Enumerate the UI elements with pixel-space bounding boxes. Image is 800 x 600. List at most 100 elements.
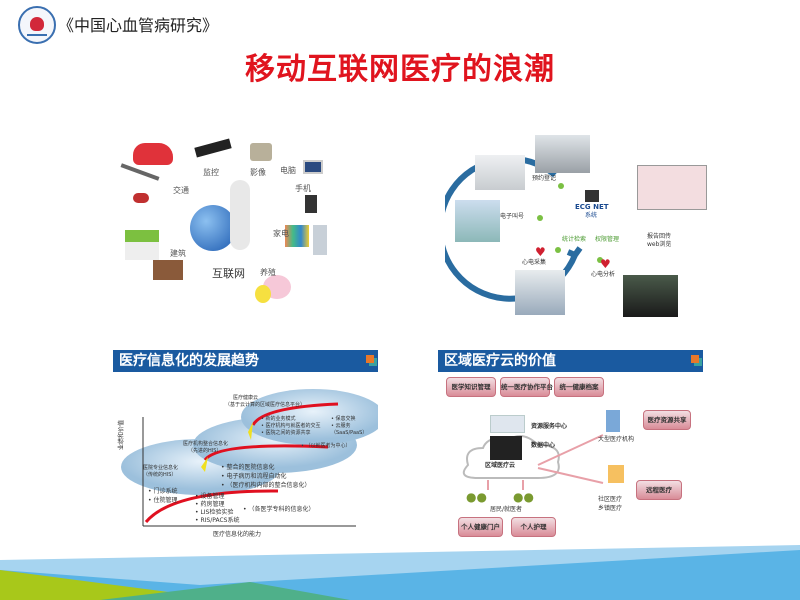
ecg-server-icon [585,190,599,202]
data-center-image [490,436,522,460]
stage1-note: • （各医学专科的信息化） [243,506,315,513]
fridge-image [313,225,327,255]
pill-collab: 统一医疗协作平台 [500,377,553,397]
pill-care: 个人护理 [511,517,556,537]
digital-camera-image [250,143,272,161]
label-farming: 养殖 [260,268,276,277]
stage3-note: • （以就医者为中心） [301,443,351,449]
trend-chart [121,389,378,527]
photo-registration [535,135,590,173]
township-text: 乡镇医疗 [598,505,623,512]
item: • 整合的医院信息化 [221,464,275,471]
community-clinic-icon [608,465,624,483]
item: • 设备管理 [195,493,225,500]
header-squares [691,355,699,363]
item: • 保患交换 [331,416,356,422]
item: （SaaS/PaaS） [331,430,368,436]
photo-analysis [623,275,678,317]
stage1-items2: • 设备管理• 药房管理• LIS检验实验• RIS/PACS系统 [195,493,239,525]
step-web: web浏览 [647,241,672,248]
step-report: 报告回传 [647,233,672,240]
photo-report [637,165,707,210]
photo-waiting [455,200,500,242]
journal-logo [18,6,56,44]
label-appliance: 家电 [273,229,289,238]
step-analyze: 心电分析 [591,271,616,278]
module-permission: 权限管理 [595,236,620,243]
residents-icon-right: ●● [513,490,534,504]
pill-knowledge: 医学知识管理 [446,377,496,397]
cloud-label: 区域医疗云 [485,462,516,469]
label-traffic: 交通 [173,186,189,195]
journal-name: 《中国心血管病研究》 [58,16,219,35]
large-hospital-label: 大型医疗机构 [598,436,635,443]
item: • 门诊系统 [148,488,178,495]
computer-image [303,160,323,174]
heart-search-icon: ♥ [600,257,611,271]
stage3-items2: • 保患交换• 云服务（SaaS/PaaS） [331,416,367,437]
module-stats: 统计检索 [562,236,587,243]
internet-diagram: 互联网 交通 监控 影像 电脑 手机 家电 建筑 养殖 [115,125,330,320]
ecg-diagram: ECG NET 系统 统计检索 权限管理 预约登记 电子叫号 心电采集 心电分析… [445,130,725,325]
residents-icon-left: ●● [466,490,487,504]
trend-panel: 医疗信息化的发展趋势 业绩和价值 医疗信息化的能力 医院专业信息化 （传统的HI… [113,350,378,545]
center-label: 互联网 [212,267,245,280]
label-computer: 电脑 [280,166,296,175]
stage1-label: 医院专业信息化 [143,465,179,471]
cloud-links [462,434,604,490]
trend-panel-header: 医疗信息化的发展趋势 [113,350,378,372]
phone-image [305,195,317,213]
resource-center-label: 资源服务中心 [531,423,568,430]
label-building: 建筑 [170,249,186,258]
item: • 电子病历和流程自动化 [221,473,287,480]
y-axis-label: 业绩和价值 [118,419,125,450]
item: • 云服务 [331,423,351,429]
item: • 药房管理 [195,501,225,508]
resource-center-image [490,415,525,433]
label-phone: 手机 [295,184,311,193]
tv-image [285,225,309,247]
trend-panel-title: 医疗信息化的发展趋势 [119,353,259,369]
ecg-system-label: ECG NET [575,203,609,211]
header-squares [366,355,374,363]
step-call: 电子叫号 [500,213,525,220]
label-imaging: 影像 [250,168,266,177]
house-image [125,230,159,260]
camera-image [194,138,232,158]
pill-remote: 远程医疗 [636,480,682,500]
stage2-sub: （先进的HIS） [188,448,222,454]
item: • 新的业务模式 [261,416,296,422]
car-image [133,143,173,165]
cloud-panel-header: 区域医疗云的价值 [438,350,703,372]
cloud-panel-title: 区域医疗云的价值 [444,353,556,369]
footer-decoration [0,545,800,600]
pill-portal: 个人健康门户 [458,517,503,537]
globe-image [190,205,236,251]
building-image [153,260,183,280]
stage3-sub: （基于云计算的区域医疗信息平台） [225,402,306,408]
community-label: 社区医疗乡镇医疗 [598,495,622,513]
residents-label: 居民/就医者 [490,506,523,513]
page-title: 移动互联网医疗的浪潮 [245,52,555,87]
step-collect: 心电采集 [522,259,547,266]
community-text: 社区医疗 [598,496,623,503]
label-monitor: 监控 [203,168,219,177]
hospital-icon [606,410,620,432]
item: • （医疗机构内部的整合信息化） [221,482,311,489]
ecg-system-sub: 系统 [585,212,598,219]
photo-hall [475,155,525,190]
stage1-sub: （传统的HIS） [143,472,177,478]
figure-image [230,180,250,250]
chick-image [255,285,271,303]
item: • 住院管理 [148,497,178,504]
item: • LIS检验实验 [195,509,234,516]
pill-resource-share: 医疗资源共享 [643,410,691,430]
pill-records: 统一健康档案 [554,377,604,397]
stage1-items: • 门诊系统 • 住院管理 [148,487,177,505]
plane-image [120,163,160,181]
stage3-label: 医疗健康云 [233,395,259,401]
x-axis-label: 医疗信息化的能力 [213,531,262,538]
photo-collection [515,270,565,315]
data-center-label: 数据中心 [531,442,556,449]
heart-icon: ♥ [535,245,546,259]
